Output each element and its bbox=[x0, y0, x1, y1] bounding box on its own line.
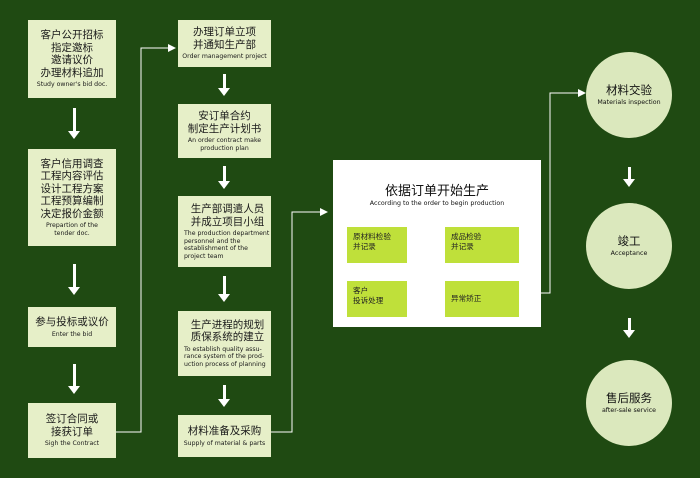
production-panel-subtitle: According to the order to begin producti… bbox=[369, 200, 505, 207]
step-material-supply: 材料准备及采购 Supply of material & parts bbox=[178, 415, 271, 457]
step-bid-study-en: Study owner's bid doc. bbox=[36, 81, 108, 89]
circle-after-sale-service-zh: 售后服务 bbox=[606, 390, 652, 405]
step-order-project-zh: 办理订单立项 并通知生产部 bbox=[193, 26, 256, 51]
step-production-plan-en: An order contract make production plan bbox=[187, 137, 262, 152]
step-enter-bid-zh: 参与投标或议价 bbox=[35, 316, 109, 328]
step-enter-bid-en: Enter the bid bbox=[51, 330, 93, 338]
arrowhead-col2 bbox=[168, 44, 176, 52]
step-tender-prep: 客户信用调查 工程内容评估 设计工程方案 工程预算编制 决定报价金额 Prepa… bbox=[28, 149, 116, 246]
step-material-supply-zh: 材料准备及采购 bbox=[187, 425, 262, 437]
circle-acceptance: 竣工 Acceptance bbox=[586, 203, 672, 289]
cell-product-inspection: 成品检验 并记录 bbox=[445, 227, 519, 263]
step-sign-contract-en: Sigh the Contract bbox=[44, 440, 100, 448]
circle-acceptance-en: Acceptance bbox=[610, 250, 648, 257]
cell-exception-correction: 异常矫正 bbox=[445, 281, 519, 317]
arrowhead-col4 bbox=[578, 89, 586, 97]
step-order-project: 办理订单立项 并通知生产部 Order management project bbox=[178, 20, 271, 67]
circle-materials-inspection: 材料交验 Materials inspection bbox=[586, 52, 672, 138]
step-tender-prep-zh: 客户信用调查 工程内容评估 设计工程方案 工程预算编制 决定报价金额 bbox=[40, 157, 104, 220]
step-tender-prep-en: Prepartion of the tender doc. bbox=[45, 222, 98, 237]
step-project-team: 生产部调遣人员 并成立项目小组 The production departmen… bbox=[178, 196, 271, 267]
circle-materials-inspection-zh: 材料交验 bbox=[606, 82, 652, 97]
production-panel-title: 依据订单开始生产 bbox=[384, 184, 489, 199]
cell-complaint-handling: 客户 投诉处理 bbox=[347, 281, 407, 317]
step-production-plan-zh: 安订单合约 制定生产计划书 bbox=[187, 110, 262, 135]
step-order-project-en: Order management project bbox=[182, 53, 267, 61]
step-project-team-en: The production department personnel and … bbox=[184, 230, 270, 260]
connector-center-to-col4 bbox=[541, 92, 578, 294]
circle-after-sale-service: 售后服务 after-sale service bbox=[586, 360, 672, 446]
circle-materials-inspection-en: Materials inspection bbox=[597, 99, 661, 106]
step-sign-contract-zh: 签订合同或 接获订单 bbox=[45, 413, 99, 438]
connector-col1-to-col2 bbox=[116, 47, 168, 433]
step-bid-study-zh: 客户公开招标 指定邀标 邀请议价 办理材料追加 bbox=[40, 29, 104, 79]
step-quality-system-en: To establish quality assu- rance system … bbox=[184, 345, 266, 368]
step-production-plan: 安订单合约 制定生产计划书 An order contract make pro… bbox=[178, 104, 271, 158]
step-quality-system: 生产进程的规划 质保系统的建立 To establish quality ass… bbox=[178, 311, 271, 376]
connector-col2-to-center bbox=[271, 211, 320, 433]
production-panel: 依据订单开始生产 According to the order to begin… bbox=[333, 160, 541, 327]
step-quality-system-zh: 生产进程的规划 质保系统的建立 bbox=[190, 318, 265, 344]
step-project-team-zh: 生产部调遣人员 并成立项目小组 bbox=[190, 203, 265, 228]
step-material-supply-en: Supply of material & parts bbox=[183, 439, 266, 447]
cell-raw-material-inspection: 原材料检验 并记录 bbox=[347, 227, 407, 263]
circle-acceptance-zh: 竣工 bbox=[617, 233, 641, 248]
step-bid-study: 客户公开招标 指定邀标 邀请议价 办理材料追加 Study owner's bi… bbox=[28, 20, 116, 98]
circle-after-sale-service-en: after-sale service bbox=[601, 407, 657, 414]
step-enter-bid: 参与投标或议价 Enter the bid bbox=[28, 307, 116, 347]
step-sign-contract: 签订合同或 接获订单 Sigh the Contract bbox=[28, 403, 116, 458]
arrowhead-center bbox=[320, 208, 328, 216]
